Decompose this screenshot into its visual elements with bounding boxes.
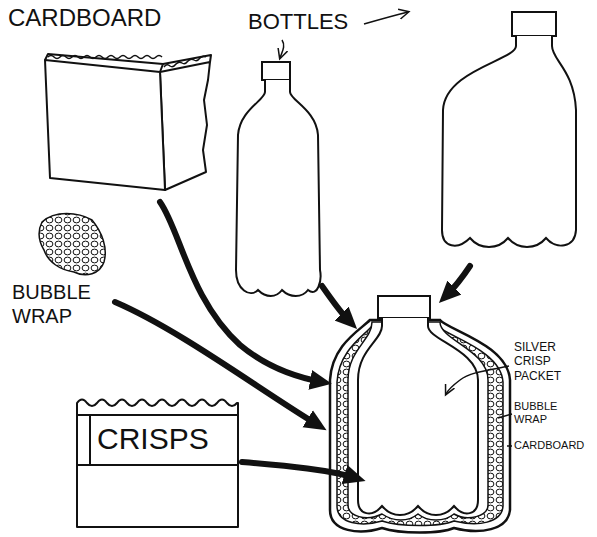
bubble-wrap-sample [39,214,105,275]
leader-lines [280,12,512,446]
part-label: BUBBLE WRAP [12,280,112,328]
cardboard-illustration [45,54,211,190]
packet-text: CRISPS [97,422,209,457]
large-bottle [442,12,576,247]
layer-label: BUBBLE WRAP [514,400,576,426]
crisp-packet: CRISPS [75,395,240,530]
insulated-bottle [330,296,510,533]
layer-label: CARDBOARD [514,439,594,452]
layer-label: SILVER CRISP PACKET [514,340,590,383]
small-bottle [236,62,321,296]
part-label: BOTTLES [248,9,368,35]
part-label: CARDBOARD [8,4,198,33]
packet-outline [75,395,240,530]
